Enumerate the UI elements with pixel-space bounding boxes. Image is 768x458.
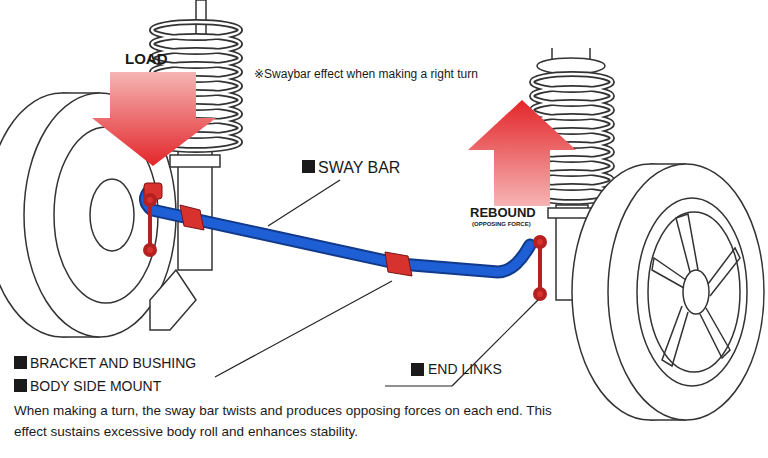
- caption-text: When making a turn, the sway bar twists …: [14, 400, 574, 442]
- end-link: [145, 195, 545, 299]
- part-name: SWAY BAR: [318, 158, 400, 177]
- rebound-arrow: [468, 100, 576, 206]
- part-name: BODY SIDE MOUNT: [30, 378, 161, 395]
- force-label: LOAD: [125, 50, 168, 68]
- leader-line: [215, 180, 538, 386]
- part-name: END LINKS: [428, 361, 502, 378]
- load-arrow: [92, 72, 216, 166]
- right-wheel: [572, 164, 764, 420]
- note-text: ※Swaybar effect when making a right turn: [254, 67, 478, 81]
- part-name: BRACKET AND BUSHING: [30, 355, 196, 372]
- sway-bar: [145, 190, 530, 272]
- force-sublabel: (OPPOSING FORCE): [472, 221, 531, 228]
- bullet-square: [14, 160, 424, 392]
- bracket-bushing: [144, 183, 412, 276]
- force-label: REBOUND: [470, 205, 536, 221]
